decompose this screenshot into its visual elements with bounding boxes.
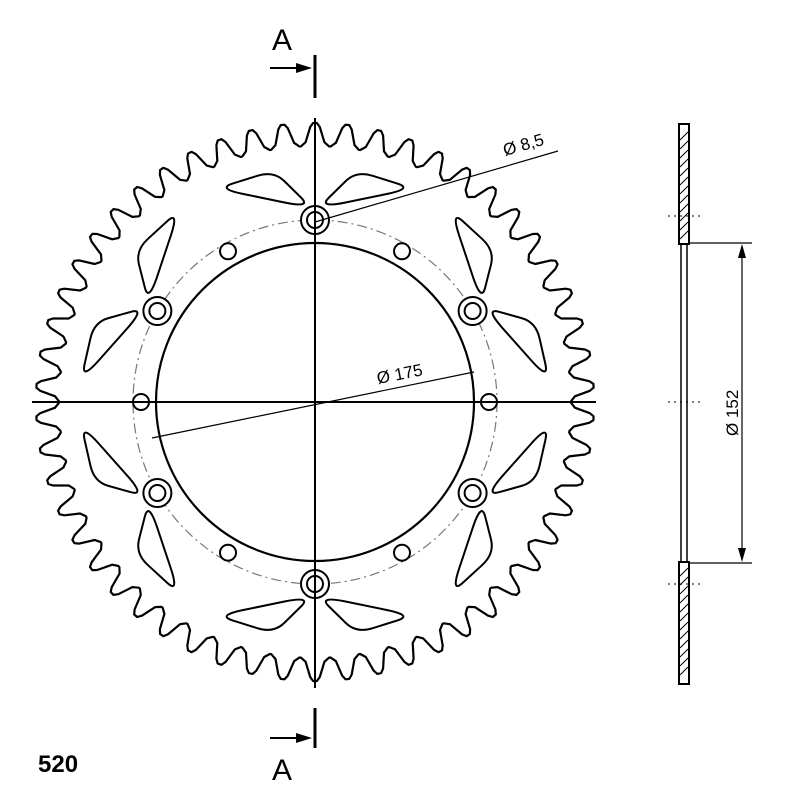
triangular-cutout bbox=[324, 598, 405, 631]
triangular-cutout bbox=[225, 173, 306, 206]
triangular-cutout bbox=[83, 431, 139, 494]
lightening-cutouts bbox=[83, 173, 547, 631]
mounting-hole-inner bbox=[148, 302, 167, 320]
mounting-hole-outer bbox=[457, 296, 488, 326]
light-holes bbox=[132, 242, 498, 562]
hatch-line bbox=[679, 212, 689, 222]
hatch-line bbox=[679, 131, 689, 141]
section-marker-bottom: A bbox=[270, 708, 317, 787]
hatch-line bbox=[679, 639, 689, 649]
triangular-cutout bbox=[225, 598, 306, 631]
light-hole bbox=[219, 543, 237, 562]
light-hole bbox=[393, 242, 411, 261]
bore-diameter-leader bbox=[151, 371, 475, 439]
mounting-hole-outer bbox=[457, 478, 488, 508]
hatch-line bbox=[679, 603, 689, 613]
mounting-hole-inner bbox=[463, 484, 482, 502]
sprocket-front-view: Ø 8,5 Ø 175 bbox=[32, 118, 596, 688]
mounting-hole-outer bbox=[142, 478, 173, 508]
side-profile-bore bbox=[680, 243, 688, 563]
hatch-line bbox=[679, 158, 689, 168]
section-hatching bbox=[679, 131, 689, 676]
light-hole bbox=[219, 242, 237, 261]
hatch-line bbox=[679, 149, 689, 159]
triangular-cutout bbox=[491, 310, 547, 373]
bolt-circle-diameter-label: Ø 152 bbox=[723, 390, 742, 436]
mounting-hole-inner bbox=[463, 302, 482, 320]
hatch-line bbox=[679, 185, 689, 195]
hatch-line bbox=[679, 594, 689, 604]
hatch-line bbox=[679, 567, 689, 577]
sprocket-tooth-outline bbox=[35, 121, 595, 683]
hole-diameter-leader bbox=[314, 150, 559, 223]
sprocket-side-view: Ø 152 bbox=[668, 123, 752, 685]
hatch-line bbox=[679, 230, 689, 240]
dim-arrow-bottom bbox=[738, 548, 746, 562]
section-marker-top: A bbox=[270, 24, 317, 98]
hatch-line bbox=[679, 176, 689, 186]
mounting-hole-inner bbox=[148, 484, 167, 502]
hatch-line bbox=[679, 194, 689, 204]
mounting-hole-outer bbox=[142, 296, 173, 326]
hatch-line bbox=[679, 140, 689, 150]
hatch-line bbox=[679, 648, 689, 658]
light-hole bbox=[393, 543, 411, 562]
triangular-cutout bbox=[137, 217, 176, 294]
hatch-line bbox=[679, 630, 689, 640]
triangular-cutout bbox=[454, 510, 493, 587]
hatch-line bbox=[679, 621, 689, 631]
hatch-line bbox=[679, 221, 689, 231]
section-label-top: A bbox=[272, 24, 292, 57]
hatch-line bbox=[679, 612, 689, 622]
hatch-line bbox=[679, 657, 689, 667]
triangular-cutout bbox=[137, 510, 176, 587]
hatch-line bbox=[679, 666, 689, 676]
chain-size-label: 520 bbox=[38, 751, 78, 778]
hatch-line bbox=[679, 167, 689, 177]
mounting-holes bbox=[142, 205, 488, 599]
triangular-cutout bbox=[324, 173, 405, 206]
hatch-line bbox=[679, 203, 689, 213]
hole-diameter-label: Ø 8,5 bbox=[501, 130, 546, 160]
section-label-bottom: A bbox=[272, 754, 292, 787]
hatch-line bbox=[679, 585, 689, 595]
triangular-cutout bbox=[454, 217, 493, 294]
triangular-cutout bbox=[83, 310, 139, 373]
triangular-cutout bbox=[491, 431, 547, 494]
dim-arrow-top bbox=[738, 244, 746, 258]
